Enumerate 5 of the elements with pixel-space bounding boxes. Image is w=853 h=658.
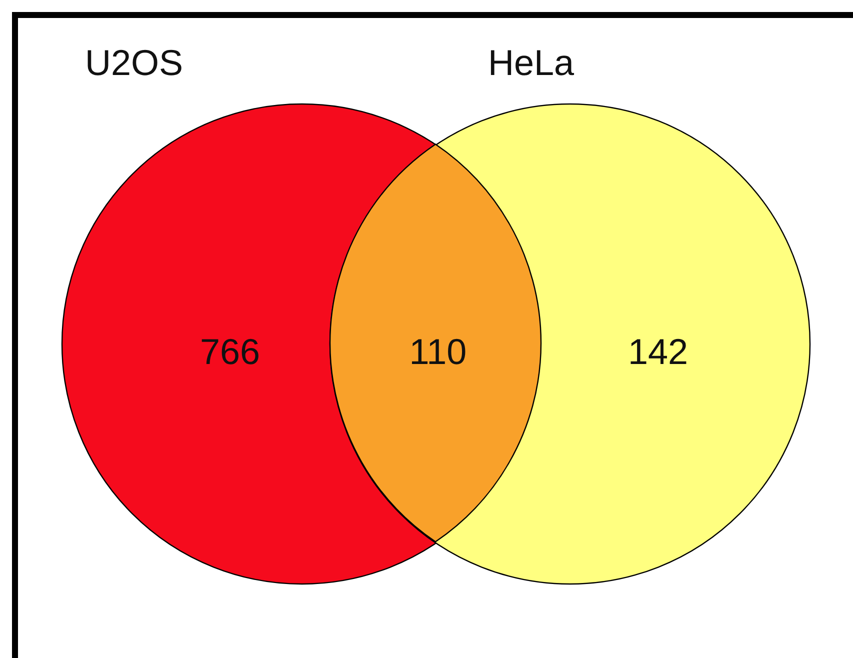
set-title: HeLa xyxy=(488,45,574,81)
count-value: 766 xyxy=(200,334,260,370)
count-value: 142 xyxy=(628,334,688,370)
set-title: U2OS xyxy=(85,45,184,81)
count-value: 110 xyxy=(409,334,467,370)
